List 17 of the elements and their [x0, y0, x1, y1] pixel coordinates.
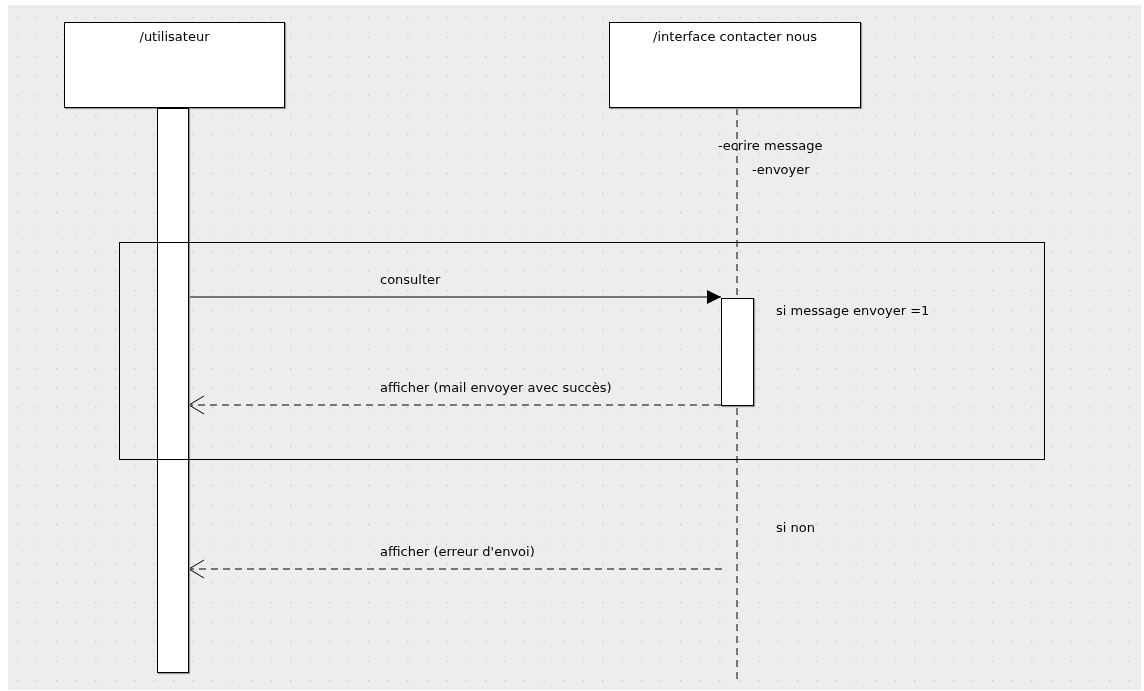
return-message-arrow: [188, 559, 723, 579]
message-label: afficher (mail envoyer avec succès): [380, 380, 612, 395]
activation-bar: [721, 298, 754, 406]
participant-name: /utilisateur: [138, 29, 211, 44]
return-message-arrow: [188, 395, 722, 415]
message-label: afficher (erreur d'envoi): [380, 544, 535, 559]
operation-note: -ecrire message: [718, 138, 823, 153]
participant-name: /interface contacter nous: [652, 29, 818, 44]
guard-condition: si message envoyer =1: [776, 303, 930, 318]
participant-box: [64, 22, 285, 108]
participant-box: [609, 22, 861, 108]
message-label: consulter: [380, 272, 441, 287]
operation-note: -envoyer: [752, 162, 810, 177]
guard-condition: si non: [776, 520, 815, 535]
fragment-frame: [119, 242, 1045, 460]
activation-bar: [157, 108, 189, 673]
message-arrow: [188, 290, 722, 304]
